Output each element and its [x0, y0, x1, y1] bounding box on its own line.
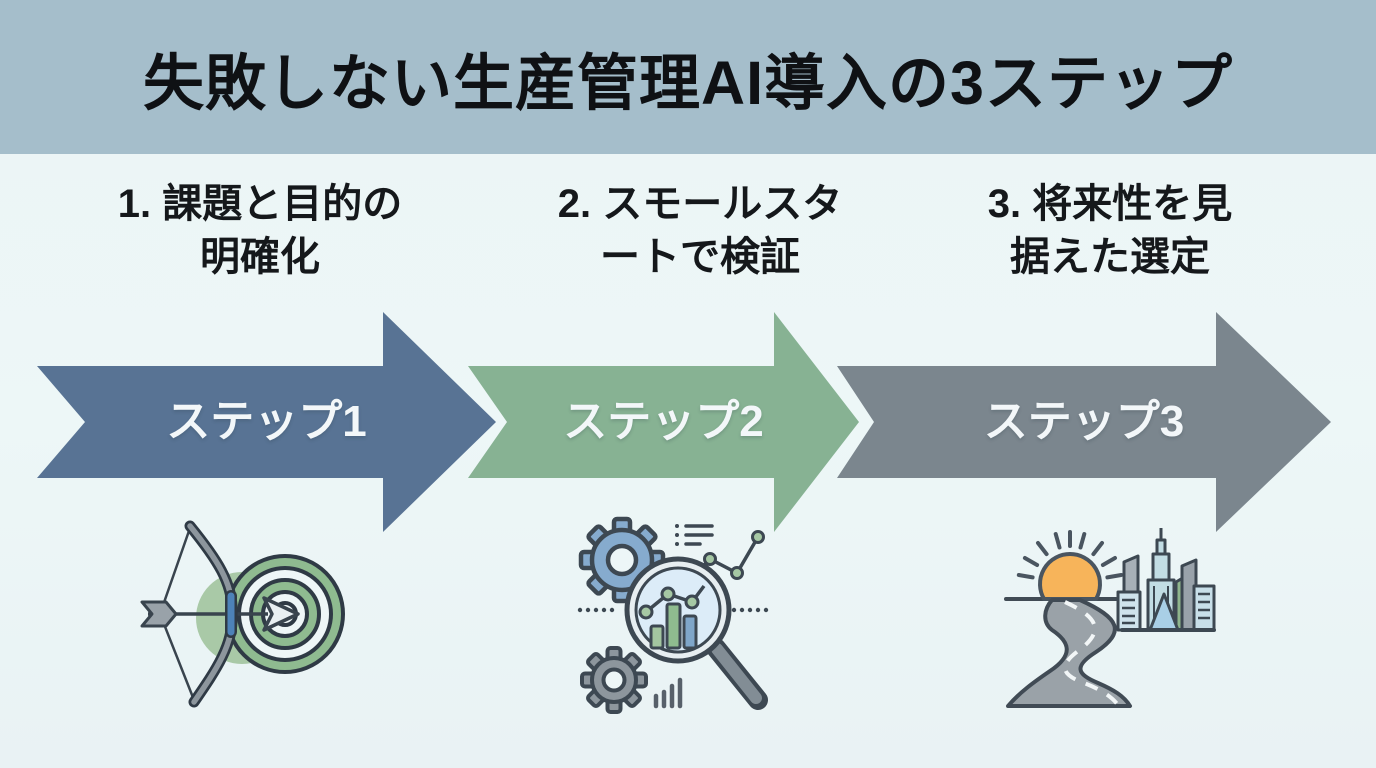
heading-step-3: 3. 将来性を見 据えた選定: [880, 178, 1340, 284]
list-icon-dots: [675, 524, 679, 546]
winding-road: [1006, 598, 1132, 708]
arrowhead: [262, 596, 300, 632]
arrow-step-3: [837, 312, 1331, 532]
magnifier-analysis-icon: [577, 516, 769, 714]
arrow-step-1: [37, 312, 496, 532]
header-band: 失敗しない生産管理AI導入の3ステップ: [0, 0, 1376, 154]
heading-step-2-line2: ートで検証: [600, 235, 800, 279]
magnifier-handle: [706, 638, 768, 710]
heading-step-1: 1. 課題と目的の 明確化: [40, 178, 480, 284]
road-center-dashes: [1063, 600, 1120, 707]
target-bow-icon: [140, 520, 345, 708]
arrow-step-2: [468, 312, 859, 532]
sun-icon: [1038, 552, 1102, 601]
arrow-fletching: [140, 600, 178, 628]
heading-step-2: 2. スモールスタ ートで検証: [480, 178, 920, 284]
city-skyline-icon: [1116, 528, 1216, 632]
heading-step-3-line1: 3. 将来性を見: [987, 182, 1233, 226]
mini-bars-icon: [653, 677, 683, 709]
dotted-line-right: [731, 607, 769, 613]
gear-icon-bottom: [580, 646, 648, 714]
step-label-1: ステップ1: [166, 397, 367, 446]
list-icon: [684, 524, 714, 546]
page-title: 失敗しない生産管理AI導入の3ステップ: [143, 48, 1233, 117]
heading-step-1-line1: 1. 課題と目的の: [117, 182, 403, 226]
sun-rays: [1016, 530, 1124, 580]
step-label-2: ステップ2: [563, 397, 764, 446]
dotted-line-left: [577, 607, 615, 613]
road-to-city-icon: [1004, 528, 1216, 708]
bow-icon: [184, 520, 238, 708]
step-label-3: ステップ3: [983, 397, 1185, 446]
heading-step-2-line1: 2. スモールスタ: [557, 182, 843, 226]
heading-step-1-line2: 明確化: [200, 235, 320, 279]
magnifier-lens: [624, 556, 732, 664]
heading-step-3-line2: 据えた選定: [1010, 235, 1210, 279]
